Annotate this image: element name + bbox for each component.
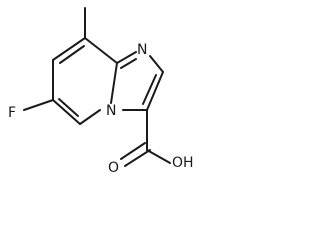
atom-nitrogen-top: N	[137, 42, 147, 58]
bond-n4-c5	[79, 109, 101, 125]
bond-c5-c6	[52, 99, 81, 125]
bond-c-oh	[146, 149, 171, 164]
bond-c8a-n4	[110, 62, 118, 104]
bond-c7-c8-inner	[59, 45, 85, 64]
bond-c8a-n1-inner	[120, 58, 137, 69]
bond-c8a-n1	[116, 51, 137, 64]
bond-c2-c3-inner	[142, 74, 157, 105]
atom-nitrogen-bridge: N	[106, 103, 116, 119]
bond-c7-c8	[52, 37, 86, 61]
chemical-structure: F N N O OH	[8, 7, 194, 176]
bond-c-o-double-a	[124, 149, 151, 167]
bond-c-o-double-b	[120, 142, 146, 160]
bond-c2-c3	[146, 71, 164, 111]
bond-c6-f	[23, 99, 54, 111]
atom-hydroxyl: OH	[172, 155, 194, 171]
atom-fluorine: F	[8, 105, 16, 121]
bond-c5-c6-inner	[58, 98, 79, 117]
bond-n1-c2	[149, 55, 164, 73]
bond-c8-c8a	[84, 37, 118, 64]
atom-carbonyl-oxygen: O	[108, 160, 119, 176]
